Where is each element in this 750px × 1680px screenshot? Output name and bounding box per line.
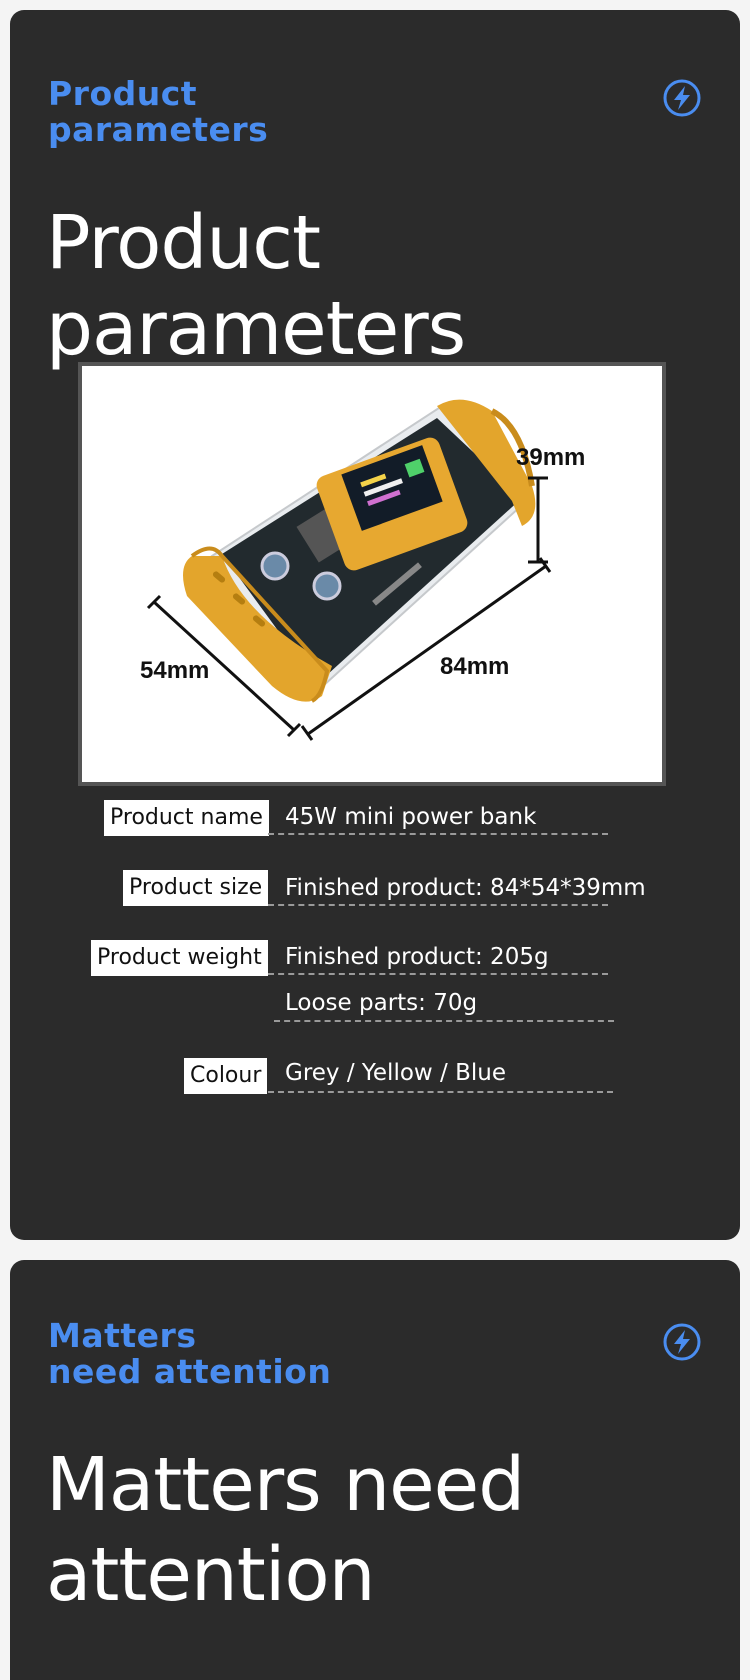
divider xyxy=(274,1020,614,1022)
spec-label-product-name: Product name xyxy=(104,800,269,836)
lightning-icon xyxy=(663,79,701,117)
title-line-1: Matters need xyxy=(46,1442,525,1528)
length-dimension: 84mm xyxy=(440,653,510,680)
divider xyxy=(268,973,608,975)
divider xyxy=(268,833,608,835)
spec-value-product-name: 45W mini power bank xyxy=(285,804,537,830)
spec-label-product-size: Product size xyxy=(123,870,269,906)
lightning-icon xyxy=(663,1323,701,1361)
divider xyxy=(268,1091,613,1093)
product-parameters-card: Product parameters Product parameters xyxy=(10,10,740,1240)
power-bank-illustration xyxy=(146,399,552,741)
spec-label-colour: Colour xyxy=(184,1058,268,1094)
kicker-line-2: parameters xyxy=(48,110,269,149)
section-title: Matters need attention xyxy=(46,1440,525,1620)
section-kicker: Product parameters xyxy=(48,76,268,148)
divider xyxy=(268,904,608,906)
width-dimension: 54mm xyxy=(140,657,210,684)
kicker-line-1: Product xyxy=(48,74,198,113)
kicker-line-1: Matters xyxy=(48,1316,197,1355)
section-title: Product parameters xyxy=(46,200,466,372)
title-line-2: attention xyxy=(46,1532,376,1618)
product-image: 39mm 84mm 54mm xyxy=(78,362,666,786)
spec-value-product-weight-loose: Loose parts: 70g xyxy=(285,990,478,1016)
spec-label-product-weight: Product weight xyxy=(91,940,268,976)
height-dimension: 39mm xyxy=(516,444,586,471)
section-kicker: Matters need attention xyxy=(48,1318,331,1390)
spec-value-product-weight-finished: Finished product: 205g xyxy=(285,944,549,970)
spec-value-colour: Grey / Yellow / Blue xyxy=(285,1060,506,1086)
matters-need-attention-card: Matters need attention Matters need atte… xyxy=(10,1260,740,1680)
spec-value-product-size: Finished product: 84*54*39mm xyxy=(285,875,646,901)
kicker-line-2: need attention xyxy=(48,1352,332,1391)
